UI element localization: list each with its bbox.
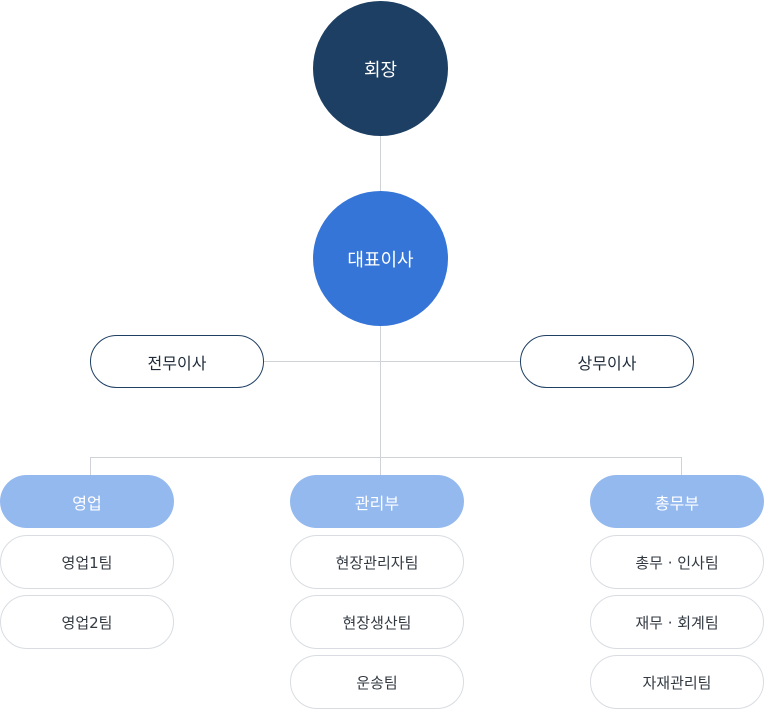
executive-left-label: 전무이사 <box>147 353 207 373</box>
chairman-node: 회장 <box>313 1 448 136</box>
chairman-label: 회장 <box>363 59 398 81</box>
team-label: 현장관리자팀 <box>335 553 419 572</box>
connector-dept-left <box>90 457 91 475</box>
team-label: 영업1팀 <box>61 553 113 572</box>
team-label: 재무 · 회계팀 <box>635 613 719 632</box>
department-sales: 영업 <box>0 475 174 528</box>
connector-dept-center <box>380 457 381 475</box>
ceo-label: 대표이사 <box>347 249 414 271</box>
team-node: 영업2팀 <box>0 595 174 649</box>
ceo-node: 대표이사 <box>313 191 448 326</box>
executive-right-label: 상무이사 <box>577 353 637 373</box>
connector-executives-horizontal <box>263 361 521 362</box>
team-label: 현장생산팀 <box>342 613 412 632</box>
team-node: 현장생산팀 <box>290 595 464 649</box>
connector-dept-right <box>681 457 682 475</box>
connector-ceo-departments <box>380 325 381 458</box>
team-label: 총무 · 인사팀 <box>635 553 719 572</box>
team-node: 재무 · 회계팀 <box>590 595 764 649</box>
department-label: 총무부 <box>654 493 700 513</box>
department-label: 영업 <box>72 493 102 513</box>
team-node: 총무 · 인사팀 <box>590 535 764 589</box>
team-label: 운송팀 <box>356 673 398 692</box>
connector-departments-horizontal <box>90 457 682 458</box>
connector-chairman-ceo <box>380 135 381 191</box>
executive-right-node: 상무이사 <box>520 335 694 388</box>
team-node: 현장관리자팀 <box>290 535 464 589</box>
team-node: 운송팀 <box>290 655 464 709</box>
team-label: 영업2팀 <box>61 613 113 632</box>
department-general-affairs: 총무부 <box>590 475 764 528</box>
department-label: 관리부 <box>354 493 400 513</box>
department-management: 관리부 <box>290 475 464 528</box>
team-label: 자재관리팀 <box>642 673 712 692</box>
team-node: 영업1팀 <box>0 535 174 589</box>
executive-left-node: 전무이사 <box>90 335 264 388</box>
team-node: 자재관리팀 <box>590 655 764 709</box>
